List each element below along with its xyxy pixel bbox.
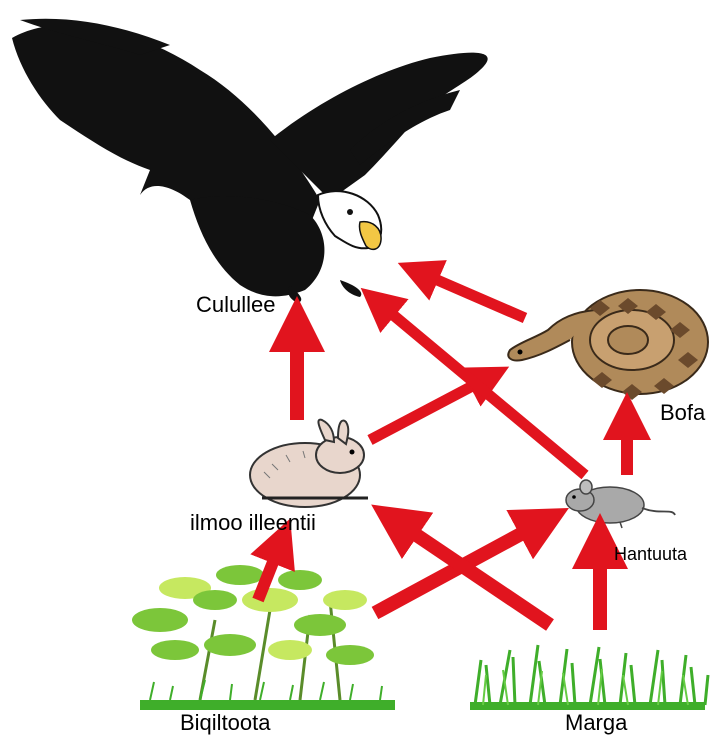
rabbit-label: ilmoo illeentii bbox=[190, 510, 316, 536]
snake-label: Bofa bbox=[660, 400, 705, 426]
plant-label: Biqiltoota bbox=[180, 710, 271, 736]
arrow-grass-to-rabbit bbox=[406, 528, 550, 625]
eagle-label: Culullee bbox=[196, 292, 276, 318]
rabbit-illustration bbox=[250, 420, 368, 507]
grass-label: Marga bbox=[565, 710, 627, 736]
eagle-illustration bbox=[12, 19, 488, 303]
arrow-snake-to-eagle bbox=[428, 276, 525, 318]
grass-illustration bbox=[470, 645, 708, 706]
snake-illustration bbox=[508, 290, 708, 400]
arrow-rabbit-to-snake bbox=[370, 382, 480, 440]
mouse-label: Hantuuta bbox=[614, 544, 687, 565]
mouse-illustration bbox=[566, 480, 675, 528]
